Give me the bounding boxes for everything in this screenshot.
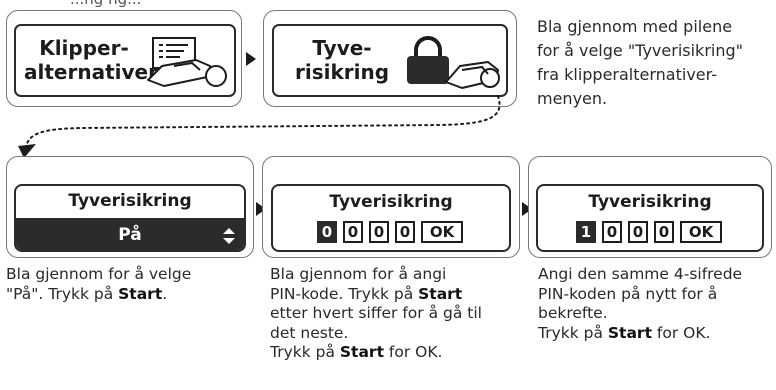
description-2: Bla gjennom for å angi PIN-kode. Trykk p… xyxy=(270,265,482,361)
screen-title: Tyverisikring xyxy=(329,192,453,212)
menu-button-tyverisikring[interactable]: Tyve- risikring xyxy=(272,24,508,97)
pin-digit[interactable]: 0 xyxy=(628,221,648,243)
menu-button-klipperalternativer[interactable]: Klipper- alternativer xyxy=(14,24,236,97)
screen-title: Tyverisikring xyxy=(588,192,712,212)
pin-input[interactable]: 1 0 0 0 OK xyxy=(576,221,722,243)
menu-label-line1: Tyve- xyxy=(312,36,372,60)
top-instruction: Bla gjennom med pilene for å velge "Tyve… xyxy=(537,17,743,108)
value-label: På xyxy=(118,225,142,245)
pin-ok-button[interactable]: OK xyxy=(421,221,463,243)
description-1: Bla gjennom for å velge "På". Trykk på S… xyxy=(6,265,192,303)
pin-input[interactable]: 0 0 0 0 OK xyxy=(317,221,463,243)
screen-title: Tyverisikring xyxy=(68,191,192,211)
pin-digit[interactable]: 0 xyxy=(395,221,415,243)
up-down-arrows-icon xyxy=(223,228,235,244)
pin-digit[interactable]: 0 xyxy=(317,221,337,243)
arrow-right-icon xyxy=(522,202,532,216)
screen-anti-theft-toggle: Tyverisikring På xyxy=(14,184,246,252)
dotted-connector-arrow xyxy=(18,95,501,158)
pin-digit[interactable]: 0 xyxy=(343,221,363,243)
pin-ok-button[interactable]: OK xyxy=(680,221,722,243)
pin-digit[interactable]: 0 xyxy=(369,221,389,243)
mower-lock-icon xyxy=(407,36,500,89)
value-selector[interactable]: På xyxy=(16,218,244,250)
menu-label-line2: risikring xyxy=(294,60,390,84)
screen-pin-entry: Tyverisikring 0 0 0 0 OK xyxy=(271,184,511,252)
arrow-right-icon xyxy=(256,202,266,216)
pin-digit[interactable]: 1 xyxy=(576,221,596,243)
menu-label-line2: alternativer xyxy=(24,60,158,84)
pin-digit[interactable]: 0 xyxy=(654,221,674,243)
menu-label-line1: Klipper- xyxy=(39,36,129,60)
top-caption: ...ng ng... xyxy=(70,0,141,8)
pin-digit[interactable]: 0 xyxy=(602,221,622,243)
screen-pin-confirm: Tyverisikring 1 0 0 0 OK xyxy=(536,184,764,252)
description-3: Angi den samme 4-sifrede PIN-koden på ny… xyxy=(538,265,743,342)
arrow-right-icon xyxy=(246,52,256,66)
mower-list-icon xyxy=(147,37,227,87)
